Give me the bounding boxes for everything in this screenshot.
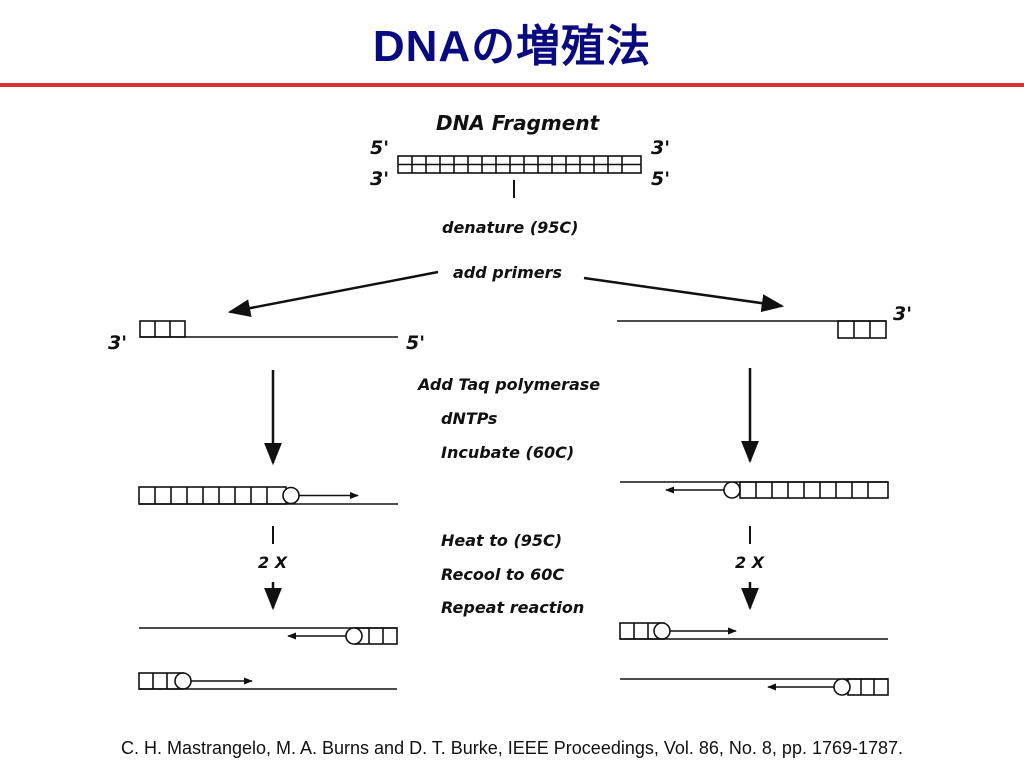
right-repeat-label: 2 X (735, 553, 765, 572)
left-extension (138, 486, 398, 505)
left-repeat-label: 2 X (258, 553, 288, 572)
left-strand-3prime: 3' (108, 332, 127, 354)
step-heat: Heat to (95C) (441, 531, 562, 550)
left-result-strand-1 (139, 627, 398, 645)
end-label-top-right: 3' (651, 137, 670, 159)
step-add-primers: add primers (453, 263, 562, 282)
step-recool: Recool to 60C (441, 565, 564, 584)
right-result-strand-1 (619, 622, 888, 640)
left-result-strand-2 (138, 672, 397, 690)
end-label-bottom-left: 3' (370, 168, 389, 190)
arrow-to-left-strand (227, 270, 439, 318)
end-label-top-left: 5' (370, 137, 389, 159)
step-polymerase: Add Taq polymerase (416, 375, 600, 394)
step-incubate: Incubate (60C) (441, 443, 574, 462)
right-result-strand-2 (620, 678, 889, 696)
right-extension (620, 481, 889, 499)
citation: C. H. Mastrangelo, M. A. Burns and D. T.… (120, 738, 904, 758)
step-repeat: Repeat reaction (441, 598, 584, 617)
arrow-to-right-strand (583, 276, 785, 313)
pcr-diagram: DNA Fragment 5' 3' 3' 5' denature (95C) … (108, 111, 912, 696)
dna-fragment (397, 155, 642, 174)
right-strand (617, 320, 887, 339)
left-strand (139, 320, 398, 338)
slide-title: DNAの増殖法 (372, 22, 652, 71)
right-strand-3prime: 3' (893, 303, 912, 325)
step-dntps: dNTPs (441, 409, 497, 428)
fragment-label: DNA Fragment (436, 111, 601, 135)
step-denature: denature (95C) (442, 218, 578, 237)
left-strand-5prime: 5' (406, 332, 425, 354)
end-label-bottom-right: 5' (651, 168, 670, 190)
title-divider (0, 83, 1024, 87)
